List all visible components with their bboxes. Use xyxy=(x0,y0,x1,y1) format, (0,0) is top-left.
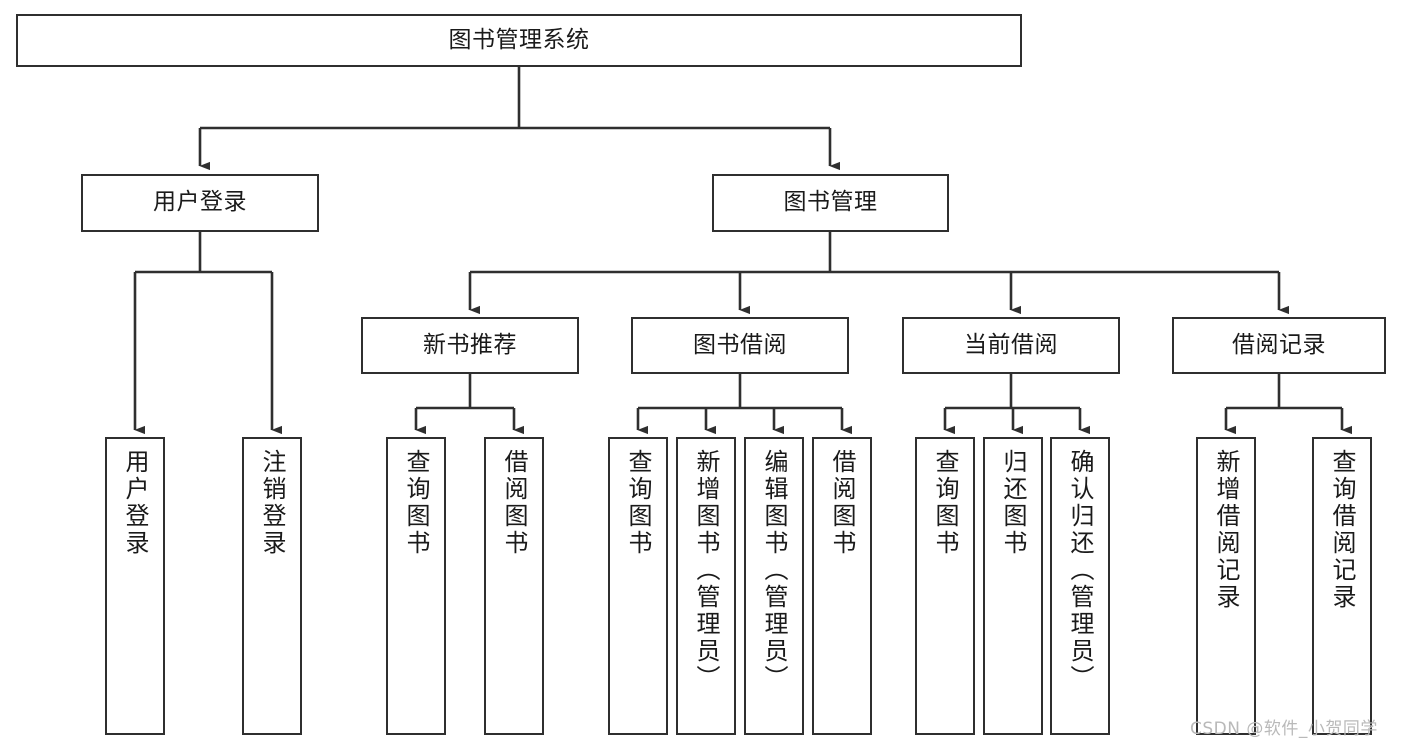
node-user-login[interactable]: 用户登录 xyxy=(81,174,319,232)
csdn-watermark: CSDN @软件_小贺同学 xyxy=(1190,719,1378,739)
node-leaf-return-book-label: 归还图书 xyxy=(999,449,1027,557)
node-leaf-query-book-current-label: 查询图书 xyxy=(931,449,959,557)
node-leaf-edit-book-label: 编辑图书（管理员） xyxy=(760,449,788,692)
node-leaf-query-book-rec-label: 查询图书 xyxy=(402,449,430,557)
node-leaf-user-login[interactable]: 用户登录 xyxy=(105,437,165,735)
node-leaf-logout[interactable]: 注销登录 xyxy=(242,437,302,735)
node-leaf-confirm-return[interactable]: 确认归还（管理员） xyxy=(1050,437,1110,735)
node-leaf-logout-label: 注销登录 xyxy=(258,449,286,557)
node-new-book-recommend[interactable]: 新书推荐 xyxy=(361,317,579,374)
node-leaf-query-book-borrow-label: 查询图书 xyxy=(624,449,652,557)
node-leaf-add-book[interactable]: 新增图书（管理员） xyxy=(676,437,736,735)
node-borrow-record-label: 借阅记录 xyxy=(1232,331,1326,358)
node-new-book-recommend-label: 新书推荐 xyxy=(423,331,517,358)
node-leaf-borrow-book-rec[interactable]: 借阅图书 xyxy=(484,437,544,735)
node-borrow-record[interactable]: 借阅记录 xyxy=(1172,317,1386,374)
node-leaf-borrow-book[interactable]: 借阅图书 xyxy=(812,437,872,735)
node-leaf-add-borrow-record[interactable]: 新增借阅记录 xyxy=(1196,437,1256,735)
node-root-label: 图书管理系统 xyxy=(448,26,590,53)
node-current-borrow-label: 当前借阅 xyxy=(964,331,1058,358)
node-leaf-add-borrow-record-label: 新增借阅记录 xyxy=(1212,449,1240,611)
node-book-management[interactable]: 图书管理 xyxy=(712,174,949,232)
node-leaf-query-book-current[interactable]: 查询图书 xyxy=(915,437,975,735)
node-leaf-query-borrow-record[interactable]: 查询借阅记录 xyxy=(1312,437,1372,735)
node-leaf-query-book-rec[interactable]: 查询图书 xyxy=(386,437,446,735)
node-leaf-add-book-label: 新增图书（管理员） xyxy=(692,449,720,692)
node-leaf-query-book-borrow[interactable]: 查询图书 xyxy=(608,437,668,735)
node-leaf-query-borrow-record-label: 查询借阅记录 xyxy=(1328,449,1356,611)
node-root[interactable]: 图书管理系统 xyxy=(16,14,1022,67)
node-leaf-edit-book[interactable]: 编辑图书（管理员） xyxy=(744,437,804,735)
node-leaf-borrow-book-label: 借阅图书 xyxy=(828,449,856,557)
node-leaf-user-login-label: 用户登录 xyxy=(121,449,149,557)
node-book-borrow[interactable]: 图书借阅 xyxy=(631,317,849,374)
node-book-borrow-label: 图书借阅 xyxy=(693,331,787,358)
node-leaf-borrow-book-rec-label: 借阅图书 xyxy=(500,449,528,557)
node-user-login-label: 用户登录 xyxy=(153,189,247,216)
node-current-borrow[interactable]: 当前借阅 xyxy=(902,317,1120,374)
node-leaf-confirm-return-label: 确认归还（管理员） xyxy=(1066,449,1094,692)
node-book-management-label: 图书管理 xyxy=(783,189,878,216)
node-leaf-return-book[interactable]: 归还图书 xyxy=(983,437,1043,735)
